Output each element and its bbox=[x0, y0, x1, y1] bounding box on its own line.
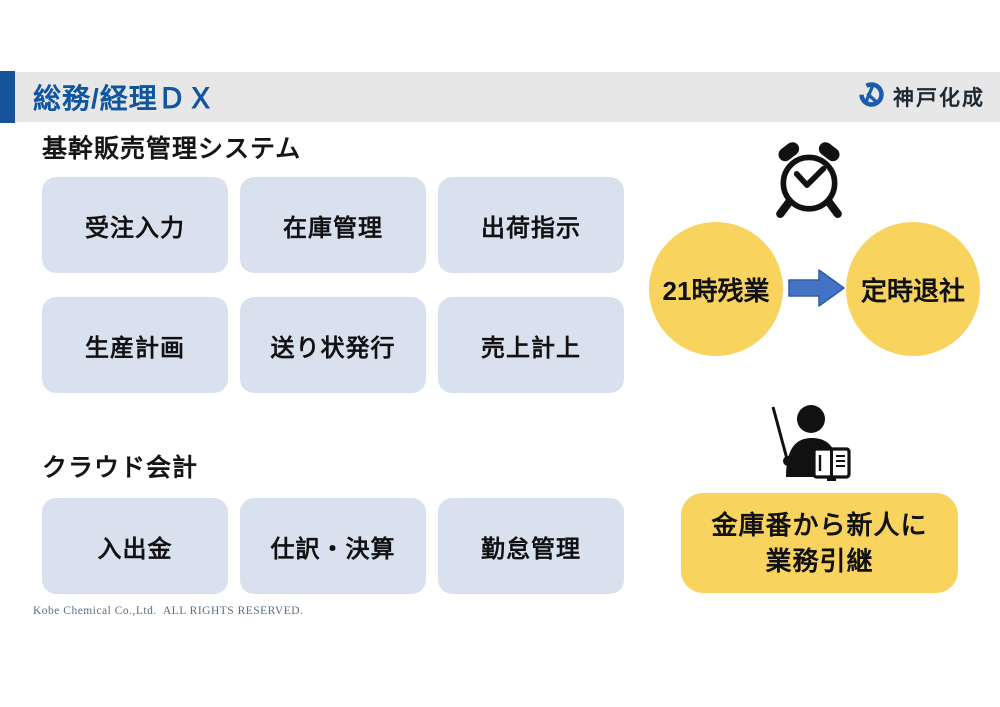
handover-line1: 金庫番から新人に bbox=[711, 510, 928, 540]
handover-line2: 業務引継 bbox=[765, 546, 874, 576]
header-band bbox=[0, 72, 1000, 122]
header-accent-bar bbox=[0, 71, 15, 123]
section-heading-core-system: 基幹販売管理システム bbox=[42, 135, 302, 163]
company-name: 神戸化成 bbox=[893, 87, 985, 110]
function-box: 入出金 bbox=[42, 498, 228, 594]
core-system-row-2: 生産計画 送り状発行 売上計上 bbox=[42, 297, 624, 393]
alarm-clock-icon bbox=[771, 139, 847, 224]
flow-circle-after: 定時退社 bbox=[846, 222, 980, 356]
function-box: 勤怠管理 bbox=[438, 498, 624, 594]
function-box: 在庫管理 bbox=[240, 177, 426, 273]
core-system-row-1: 受注入力 在庫管理 出荷指示 bbox=[42, 177, 624, 273]
handover-callout: 金庫番から新人に 業務引継 bbox=[681, 493, 958, 593]
function-box: 受注入力 bbox=[42, 177, 228, 273]
function-box: 出荷指示 bbox=[438, 177, 624, 273]
function-box: 仕訳・決算 bbox=[240, 498, 426, 594]
function-box: 生産計画 bbox=[42, 297, 228, 393]
section-heading-cloud-accounting: クラウド会計 bbox=[42, 454, 199, 482]
page-title: 総務/経理ＤＸ bbox=[33, 83, 216, 114]
copyright-text: Kobe Chemical Co.,Ltd. ALL RIGHTS RESERV… bbox=[33, 605, 304, 617]
flow-circle-before: 21時残業 bbox=[649, 222, 783, 356]
company-logo: 神戸化成 bbox=[857, 72, 985, 122]
arrow-right-icon bbox=[788, 267, 846, 314]
function-box: 送り状発行 bbox=[240, 297, 426, 393]
company-logo-icon bbox=[857, 80, 886, 114]
function-box: 売上計上 bbox=[438, 297, 624, 393]
instructor-with-book-icon bbox=[762, 399, 857, 489]
cloud-accounting-row: 入出金 仕訳・決算 勤怠管理 bbox=[42, 498, 624, 594]
